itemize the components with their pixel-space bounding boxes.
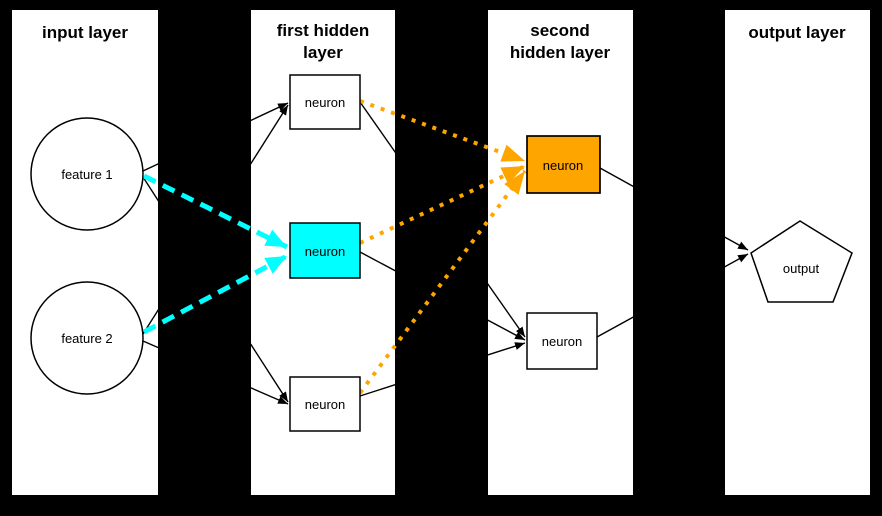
layer-titles: input layer first hidden layer second hi… [42, 21, 846, 62]
input-layer-title: input layer [42, 23, 128, 42]
hidden1-bottom-neuron-label: neuron [305, 397, 345, 412]
orange-edges [358, 99, 527, 395]
edge-hidden1middle-hidden2bottom [359, 251, 526, 341]
second-hidden-layer-title-line2: hidden layer [510, 43, 611, 62]
edge-hidden1top-hidden2top [359, 99, 526, 163]
hidden1-middle-neuron-node [289, 222, 361, 279]
edge-hidden1top-hidden2bottom [359, 101, 526, 338]
first-hidden-layer-title-line1: first hidden [277, 21, 370, 40]
edge-feature1-hidden1bottom [142, 176, 289, 403]
output-layer-title: output layer [748, 23, 846, 42]
first-hidden-layer-title-line2: layer [303, 43, 343, 62]
feature2-node [30, 281, 144, 395]
edge-feature2-hidden1bottom [142, 340, 289, 405]
edge-hidden2bottom-output [596, 253, 749, 338]
edge-feature1-hidden1top [142, 102, 289, 172]
edge-feature2-hidden1top [142, 104, 289, 335]
black-edges [142, 101, 749, 405]
panel-input-layer [12, 10, 158, 495]
edge-hidden2top-output [599, 167, 749, 251]
edge-hidden1middle-hidden2top [359, 164, 526, 245]
edge-feature1-hidden1middle [142, 173, 289, 250]
hidden1-middle-neuron-label: neuron [305, 244, 345, 259]
hidden1-top-neuron-node [289, 74, 361, 130]
panel-second-hidden-layer [488, 10, 633, 495]
hidden1-bottom-neuron-node [289, 376, 361, 432]
cyan-edges [142, 173, 289, 335]
second-hidden-layer-title-line1: second [530, 21, 590, 40]
feature2-label: feature 2 [61, 331, 112, 346]
hidden1-top-neuron-label: neuron [305, 95, 345, 110]
hidden2-top-neuron-label: neuron [543, 158, 583, 173]
edge-hidden1bottom-hidden2bottom [359, 342, 526, 397]
edge-feature2-hidden1middle [142, 253, 289, 335]
output-node [750, 220, 853, 303]
nodes: feature 1 feature 2 neuron neuron neuron… [30, 74, 853, 432]
edge-hidden1bottom-hidden2top [358, 169, 527, 395]
output-node-label: output [783, 261, 820, 276]
feature1-node [30, 117, 144, 231]
hidden2-bottom-neuron-label: neuron [542, 334, 582, 349]
feature1-label: feature 1 [61, 167, 112, 182]
hidden2-top-neuron-node [526, 135, 601, 194]
hidden2-bottom-neuron-node [526, 312, 598, 370]
